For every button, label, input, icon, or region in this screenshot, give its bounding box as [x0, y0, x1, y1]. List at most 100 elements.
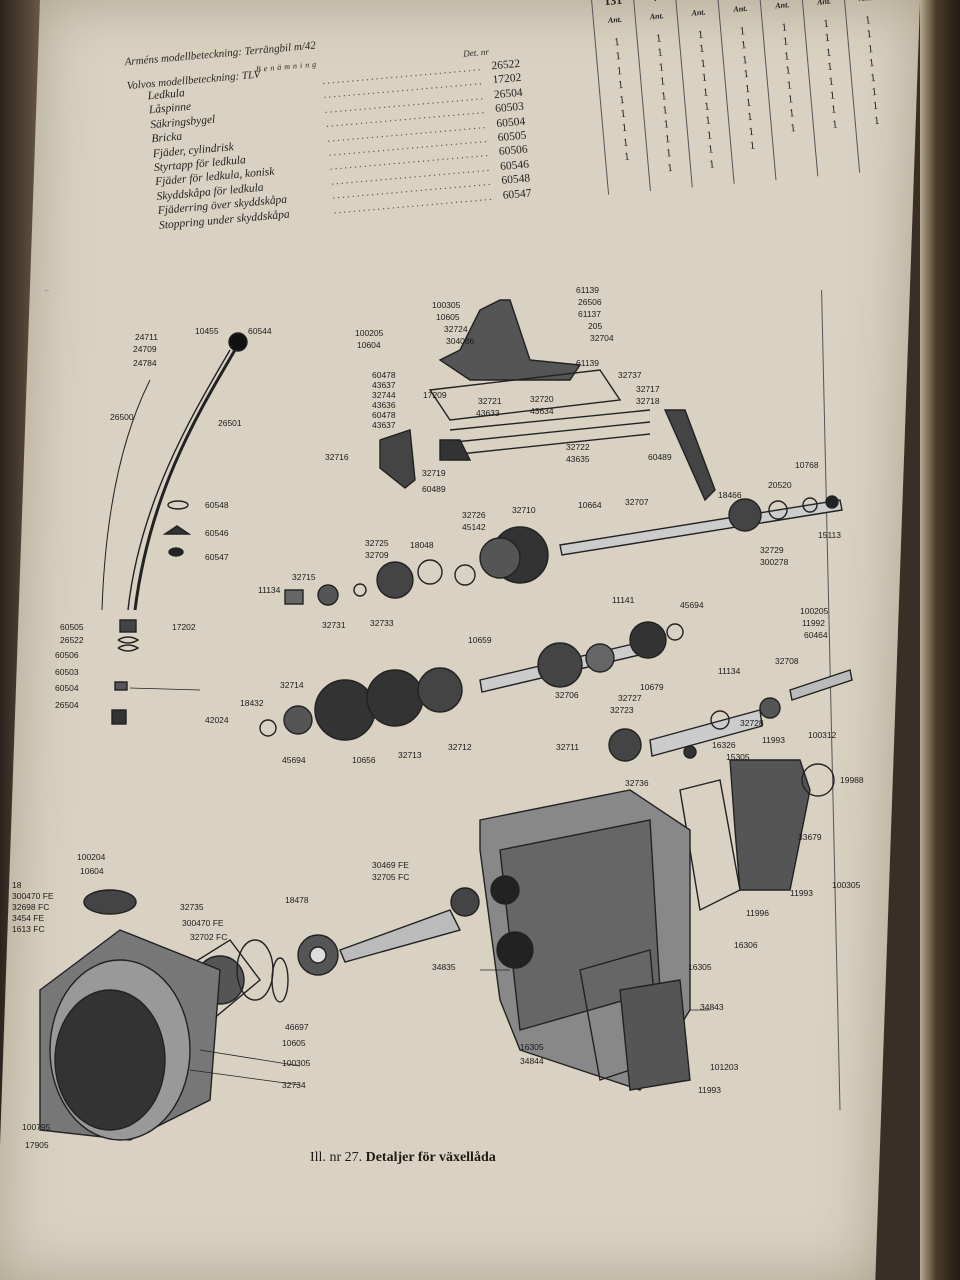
part-label: 100305 [282, 1058, 311, 1068]
part-label: 32721 [478, 396, 502, 406]
side-part-label: 1613 FC [12, 924, 45, 934]
part-number: 60504 [495, 115, 526, 130]
part-label: 34835 [432, 962, 456, 972]
figure-caption: Ill. nr 27. Detaljer för växellåda [310, 1150, 496, 1166]
side-part-label: 300470 FE [12, 891, 54, 901]
part-label: 101203 [710, 1062, 739, 1072]
part-name: Låspinne [148, 101, 192, 117]
part-label: 18432 [240, 698, 264, 708]
column-header: Ant. [816, 0, 832, 7]
part-label: 60464 [804, 630, 828, 640]
part-label: 60544 [248, 326, 272, 336]
part-label: 18048 [410, 540, 434, 550]
part-number: 60548 [500, 172, 531, 188]
part-label: 32734 [282, 1080, 306, 1090]
caption-title: Detaljer för växellåda [365, 1150, 496, 1165]
part-label: 46697 [285, 1022, 309, 1032]
part-label: 15305 [726, 752, 750, 762]
column-header: Ant. [691, 7, 706, 18]
part-label: 300278 [760, 557, 789, 567]
part-label: 17209 [423, 390, 447, 400]
part-number: 60503 [494, 100, 525, 116]
part-label: 15113 [818, 530, 842, 540]
model-columns: 131Ant.111111111VLVAnt.1111111111VPVPAnt… [588, 0, 907, 195]
part-label: 32731 [322, 620, 346, 630]
page-edge [920, 0, 960, 1280]
part-label: 60505 [60, 622, 84, 632]
part-label: 32735 [180, 902, 204, 912]
part-label: 10605 [282, 1038, 306, 1048]
part-label: 10679 [640, 682, 664, 692]
part-label: 16305 [520, 1042, 544, 1052]
part-label: 20520 [768, 480, 792, 490]
part-label: 17202 [172, 622, 196, 632]
part-label: 26500 [110, 412, 134, 422]
part-label: 42024 [205, 715, 229, 725]
part-name: Bricka [151, 130, 183, 146]
part-label: 24711 [135, 332, 159, 342]
part-label: 18478 [285, 895, 309, 905]
part-label: 24784 [133, 358, 157, 368]
part-label: 61139 [576, 358, 600, 368]
part-label: 32733 [370, 618, 394, 628]
part-label: 32702 FC [190, 932, 228, 942]
part-label: 32711 [556, 742, 580, 752]
part-label: 60546 [205, 528, 229, 538]
column-header: 131 [603, 0, 623, 9]
quantity-cell [774, 148, 817, 166]
caption-number: Ill. nr 27. [310, 1150, 363, 1165]
part-label: 32719 [422, 468, 446, 478]
part-label: 11134 [258, 585, 281, 595]
column-header: Ant. [649, 11, 665, 22]
part-label: 16305 [688, 962, 712, 972]
part-label: 43637 [372, 380, 396, 390]
part-label: 45694 [680, 600, 704, 610]
part-number: 26522 [490, 57, 521, 73]
part-label: 18466 [718, 490, 742, 500]
part-label: 43635 [566, 454, 590, 464]
part-label: 11992 [802, 618, 826, 628]
part-label: 100312 [808, 730, 837, 740]
part-label: 32724 [444, 324, 468, 334]
parts-list: Ledkula.................................… [147, 58, 532, 234]
column-header: Ant. [607, 14, 623, 26]
part-label: 60503 [55, 667, 79, 677]
part-label: 32715 [292, 572, 316, 582]
part-label: 32729 [760, 545, 784, 555]
part-label: 45142 [462, 522, 486, 532]
column-header: VP [675, 0, 718, 3]
part-label: 60548 [205, 500, 229, 510]
det-nr-label: Det. nr [462, 46, 490, 59]
part-label: 32706 [555, 690, 579, 700]
part-label: 11993 [790, 888, 814, 898]
part-label: 60506 [55, 650, 79, 660]
part-label: 32728 [740, 718, 764, 728]
part-label: 32723 [610, 705, 634, 715]
part-label: 11141 [612, 595, 635, 605]
part-label: 304086 [446, 336, 475, 346]
part-number: 17202 [492, 72, 522, 87]
part-label: 100205 [355, 328, 384, 338]
part-label: 26522 [60, 635, 84, 645]
part-label: 43636 [372, 400, 396, 410]
quantity-cell: 1 [666, 161, 674, 174]
part-label: 43637 [372, 420, 396, 430]
part-number: 60547 [502, 186, 532, 202]
part-label: 32736 [625, 778, 649, 788]
gearbox-drawing [39, 219, 853, 1141]
part-label: 10659 [468, 635, 492, 645]
quantity-cell [607, 163, 650, 181]
part-label: 26506 [578, 297, 602, 307]
part-label: 32708 [775, 656, 799, 666]
part-label: 10604 [357, 340, 381, 350]
part-label: 32722 [566, 442, 590, 452]
part-label: 100205 [800, 606, 829, 616]
part-label: 61137 [578, 309, 602, 319]
quantity-cell [858, 141, 901, 159]
benamning-label: Benämning [255, 59, 320, 74]
part-label: 32705 FC [372, 872, 410, 882]
part-label: 32737 [618, 370, 642, 380]
part-label: 100204 [77, 852, 106, 862]
part-label: 26501 [218, 418, 242, 428]
part-label: 24709 [133, 344, 157, 354]
